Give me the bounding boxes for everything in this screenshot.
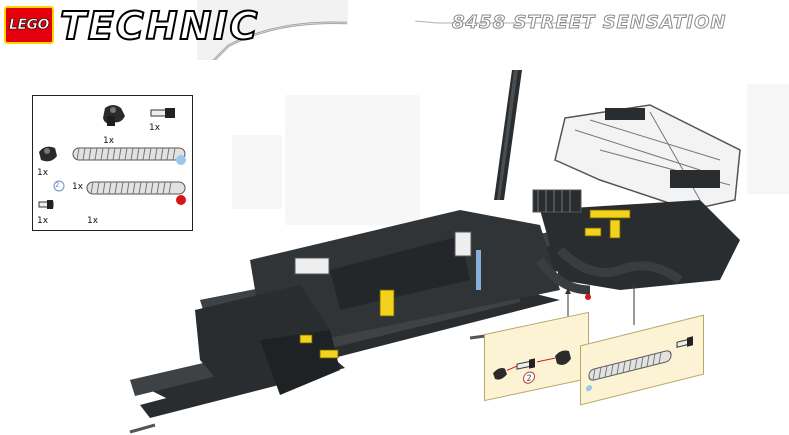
pin-connector-icon — [103, 105, 125, 126]
technic-logo: TECHNIC — [59, 3, 260, 49]
round-connector-icon — [39, 146, 57, 162]
callout-left-graphics — [493, 350, 571, 380]
part-qty: 1x — [103, 136, 115, 146]
paper-mark — [285, 95, 420, 225]
sub-step-circle — [53, 180, 65, 192]
paper-mark — [747, 84, 789, 194]
lego-logo-text: LEGO — [9, 17, 50, 34]
sub-step-number: 2 — [55, 181, 60, 189]
white-frame — [554, 104, 741, 211]
part-qty: 1x — [87, 216, 99, 226]
axle-pin-icon — [150, 108, 175, 118]
parts-list-box: 1x 1x 1x 1x 1x 1x 2 — [32, 95, 193, 231]
part-qty: 1x — [72, 182, 84, 192]
part-qty: 1x — [37, 168, 49, 178]
parts-list-graphics — [38, 105, 186, 209]
lego-logo: LEGO — [4, 6, 54, 44]
yellow-parts — [299, 209, 631, 359]
part-qty: 1x — [37, 216, 49, 226]
paper-mark — [232, 135, 282, 209]
spring-red-icon — [86, 181, 186, 205]
part-qty: 1x — [149, 123, 161, 133]
set-title: 8458 STREET SENSATION — [451, 12, 727, 34]
callout-right-graphics — [586, 336, 693, 392]
small-pin-icon — [38, 200, 54, 209]
sub-assembly-callout-right — [580, 314, 704, 406]
header-swoosh — [197, 0, 592, 60]
spring-light-icon — [72, 147, 186, 165]
sub-assembly-callout-left: 2 — [484, 311, 589, 402]
